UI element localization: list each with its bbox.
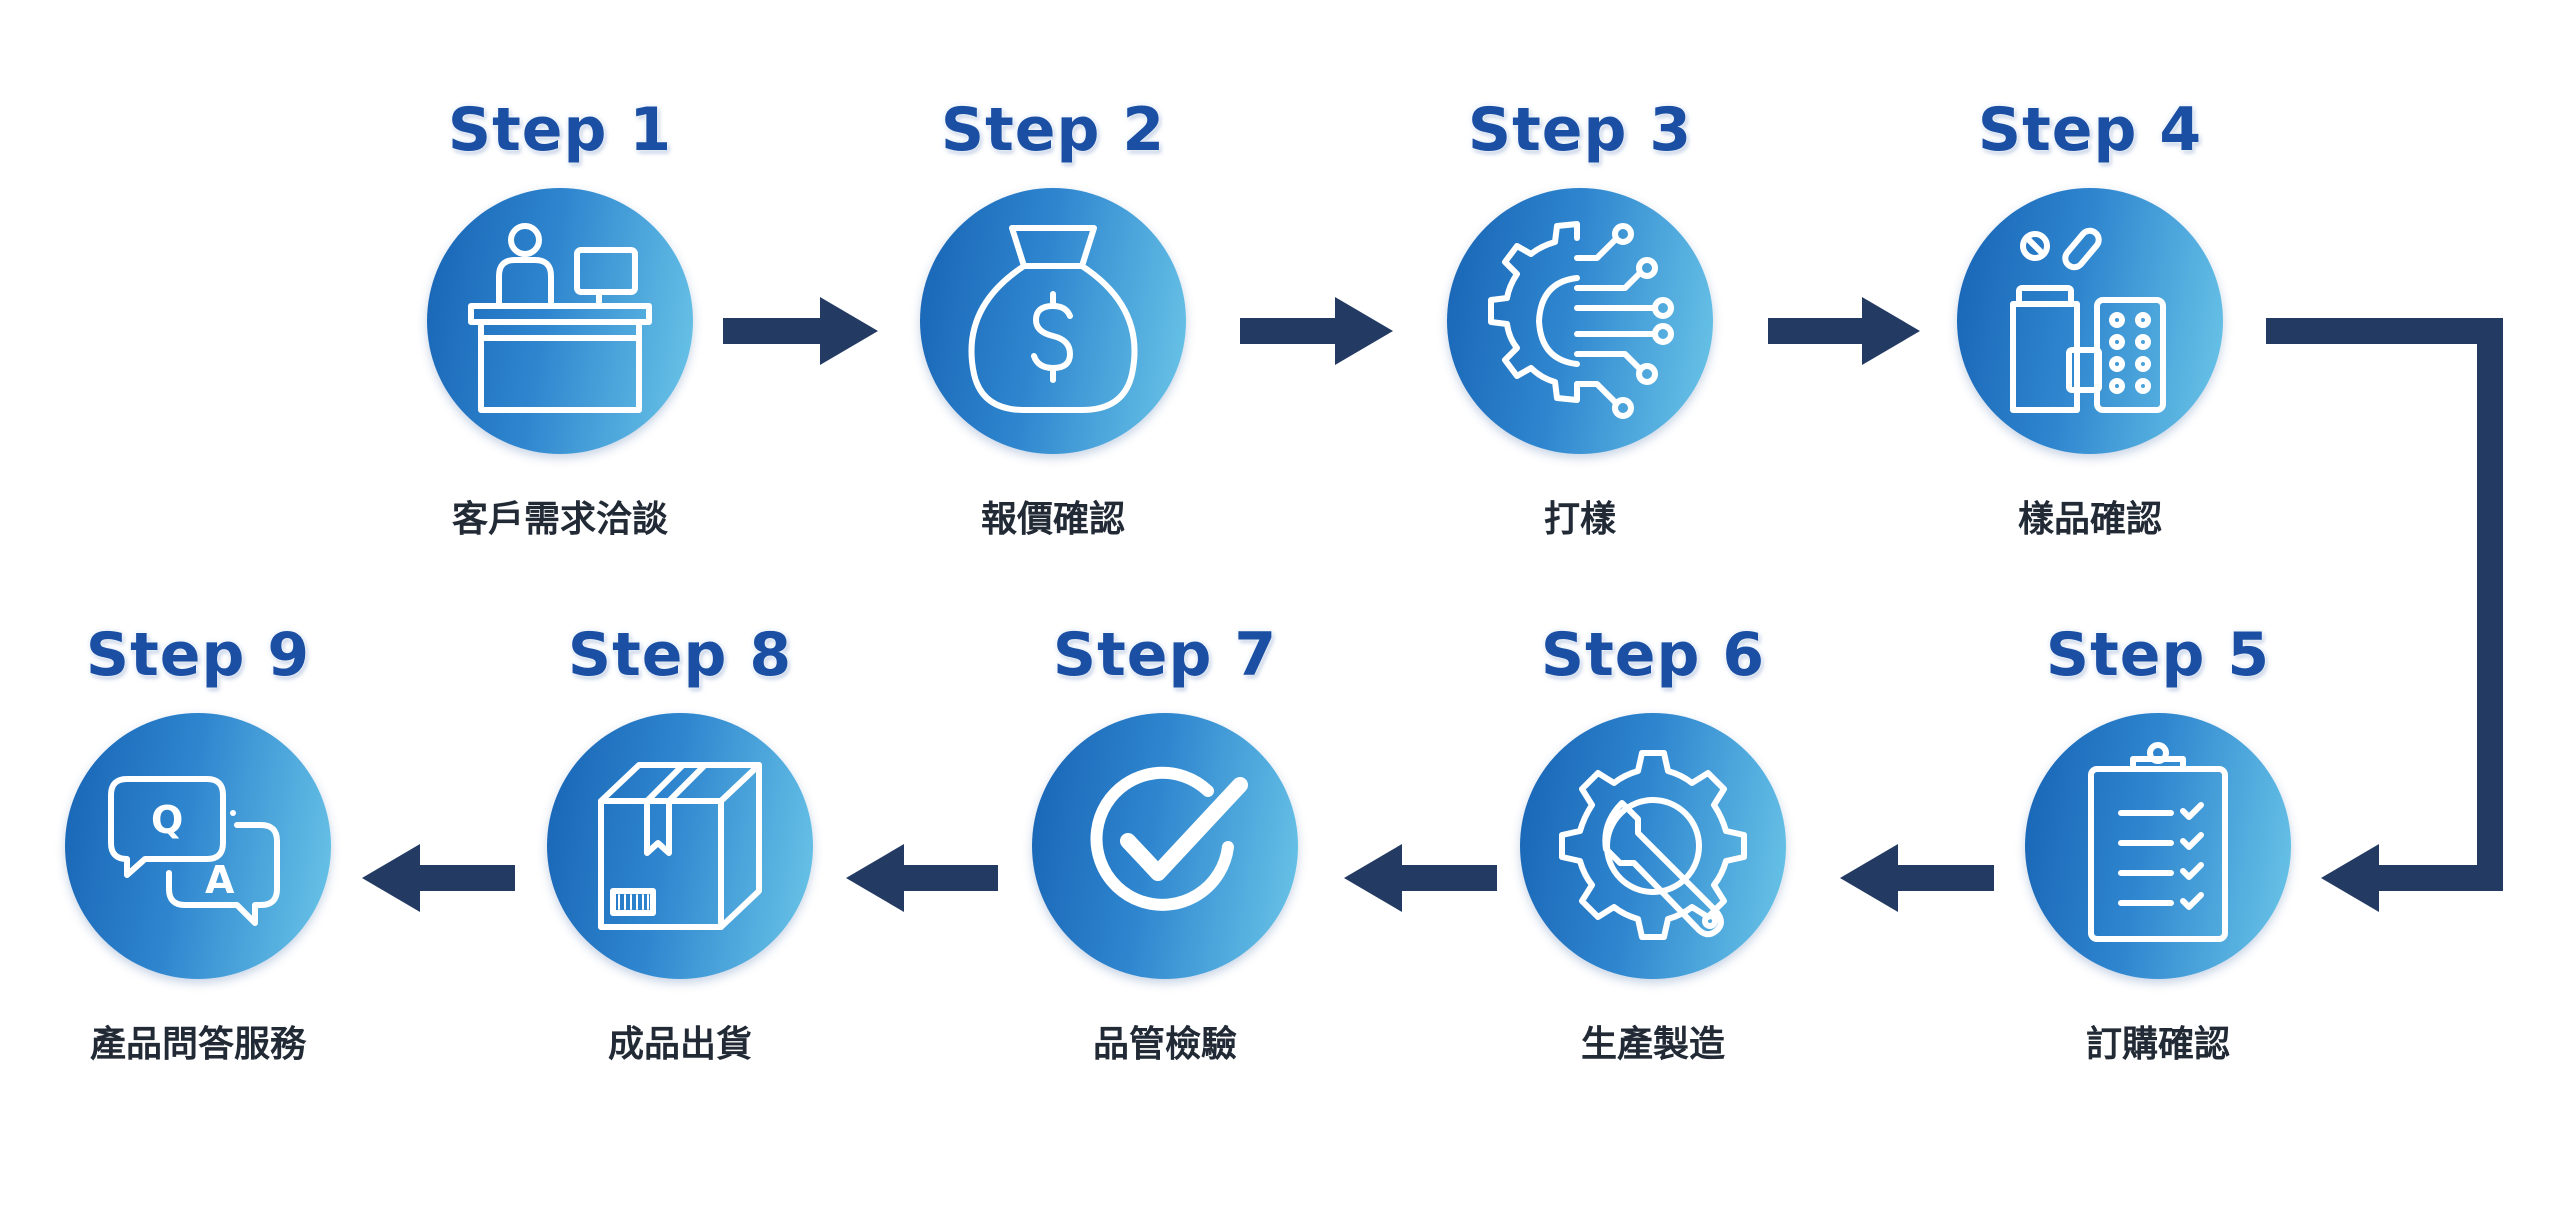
step-8: Step 8 成品出貨 <box>480 620 880 1120</box>
step-2: Step 2 報價確認 <box>853 95 1253 595</box>
step-circle <box>547 713 813 979</box>
step-title: Step 6 <box>1540 620 1766 690</box>
checkmark-icon <box>1090 766 1248 911</box>
gear-wrench-icon <box>1559 750 1747 940</box>
shipping-box-icon <box>598 762 762 930</box>
step-label: 品管檢驗 <box>1092 1024 1237 1065</box>
step-label: 訂購確認 <box>2085 1024 2230 1065</box>
step-circle <box>1032 713 1298 979</box>
step-label: 樣品確認 <box>2017 499 2162 540</box>
arrow-step1-to-step2 <box>723 297 878 365</box>
pills-bottle-icon <box>2010 227 2166 413</box>
arrow-step6-to-step7 <box>1344 844 1497 912</box>
step-circle <box>1520 713 1786 979</box>
qa-chat-icon: Q A <box>108 776 280 926</box>
arrow-step5-to-step6 <box>1840 844 1994 912</box>
arrow-step3-to-step4 <box>1768 297 1920 365</box>
step-circle <box>1447 188 1713 454</box>
step-label: 生產製造 <box>1580 1024 1725 1065</box>
step-title: Step 1 <box>447 95 673 165</box>
step-title: Step 3 <box>1467 95 1693 165</box>
step-title: Step 8 <box>567 620 793 690</box>
arrow-step8-to-step9 <box>362 844 515 912</box>
svg-text:Q: Q <box>151 798 183 842</box>
step-7: Step 7 品管檢驗 <box>965 620 1365 1120</box>
clipboard-checklist-icon <box>2088 742 2228 942</box>
step-label: 產品問答服務 <box>89 1024 306 1065</box>
step-title: Step 2 <box>940 95 1166 165</box>
step-label: 成品出貨 <box>607 1024 752 1065</box>
step-label: 客戶需求洽談 <box>451 499 668 540</box>
step-3: Step 3 打樣 <box>1380 95 1780 595</box>
step-circle <box>427 188 693 454</box>
step-circle <box>2025 713 2291 979</box>
step-4: Step 4 樣品確認 <box>1890 95 2290 595</box>
money-bag-icon <box>968 225 1138 413</box>
reception-desk-icon <box>468 223 652 413</box>
arrow-step7-to-step8 <box>846 844 998 912</box>
step-circle <box>920 188 1186 454</box>
step-1: Step 1 客戶需求洽談 <box>360 95 760 595</box>
step-label: 報價確認 <box>980 499 1125 540</box>
step-circle <box>1957 188 2223 454</box>
step-5: Step 5 訂購確認 <box>1958 620 2358 1120</box>
arrow-step4-to-step5 <box>2266 318 2503 912</box>
step-title: Step 9 <box>85 620 311 690</box>
step-title: Step 7 <box>1052 620 1278 690</box>
step-title: Step 5 <box>2045 620 2271 690</box>
svg-text:A: A <box>205 858 235 902</box>
step-circle: Q A <box>65 713 331 979</box>
step-9: Step 9 Q A 產品問答服務 <box>0 620 398 1120</box>
arrow-step2-to-step3 <box>1240 297 1393 365</box>
step-title: Step 4 <box>1977 95 2203 165</box>
step-label: 打樣 <box>1543 499 1616 540</box>
gear-circuit-icon <box>1488 221 1674 419</box>
step-6: Step 6 生產製造 <box>1453 620 1853 1120</box>
